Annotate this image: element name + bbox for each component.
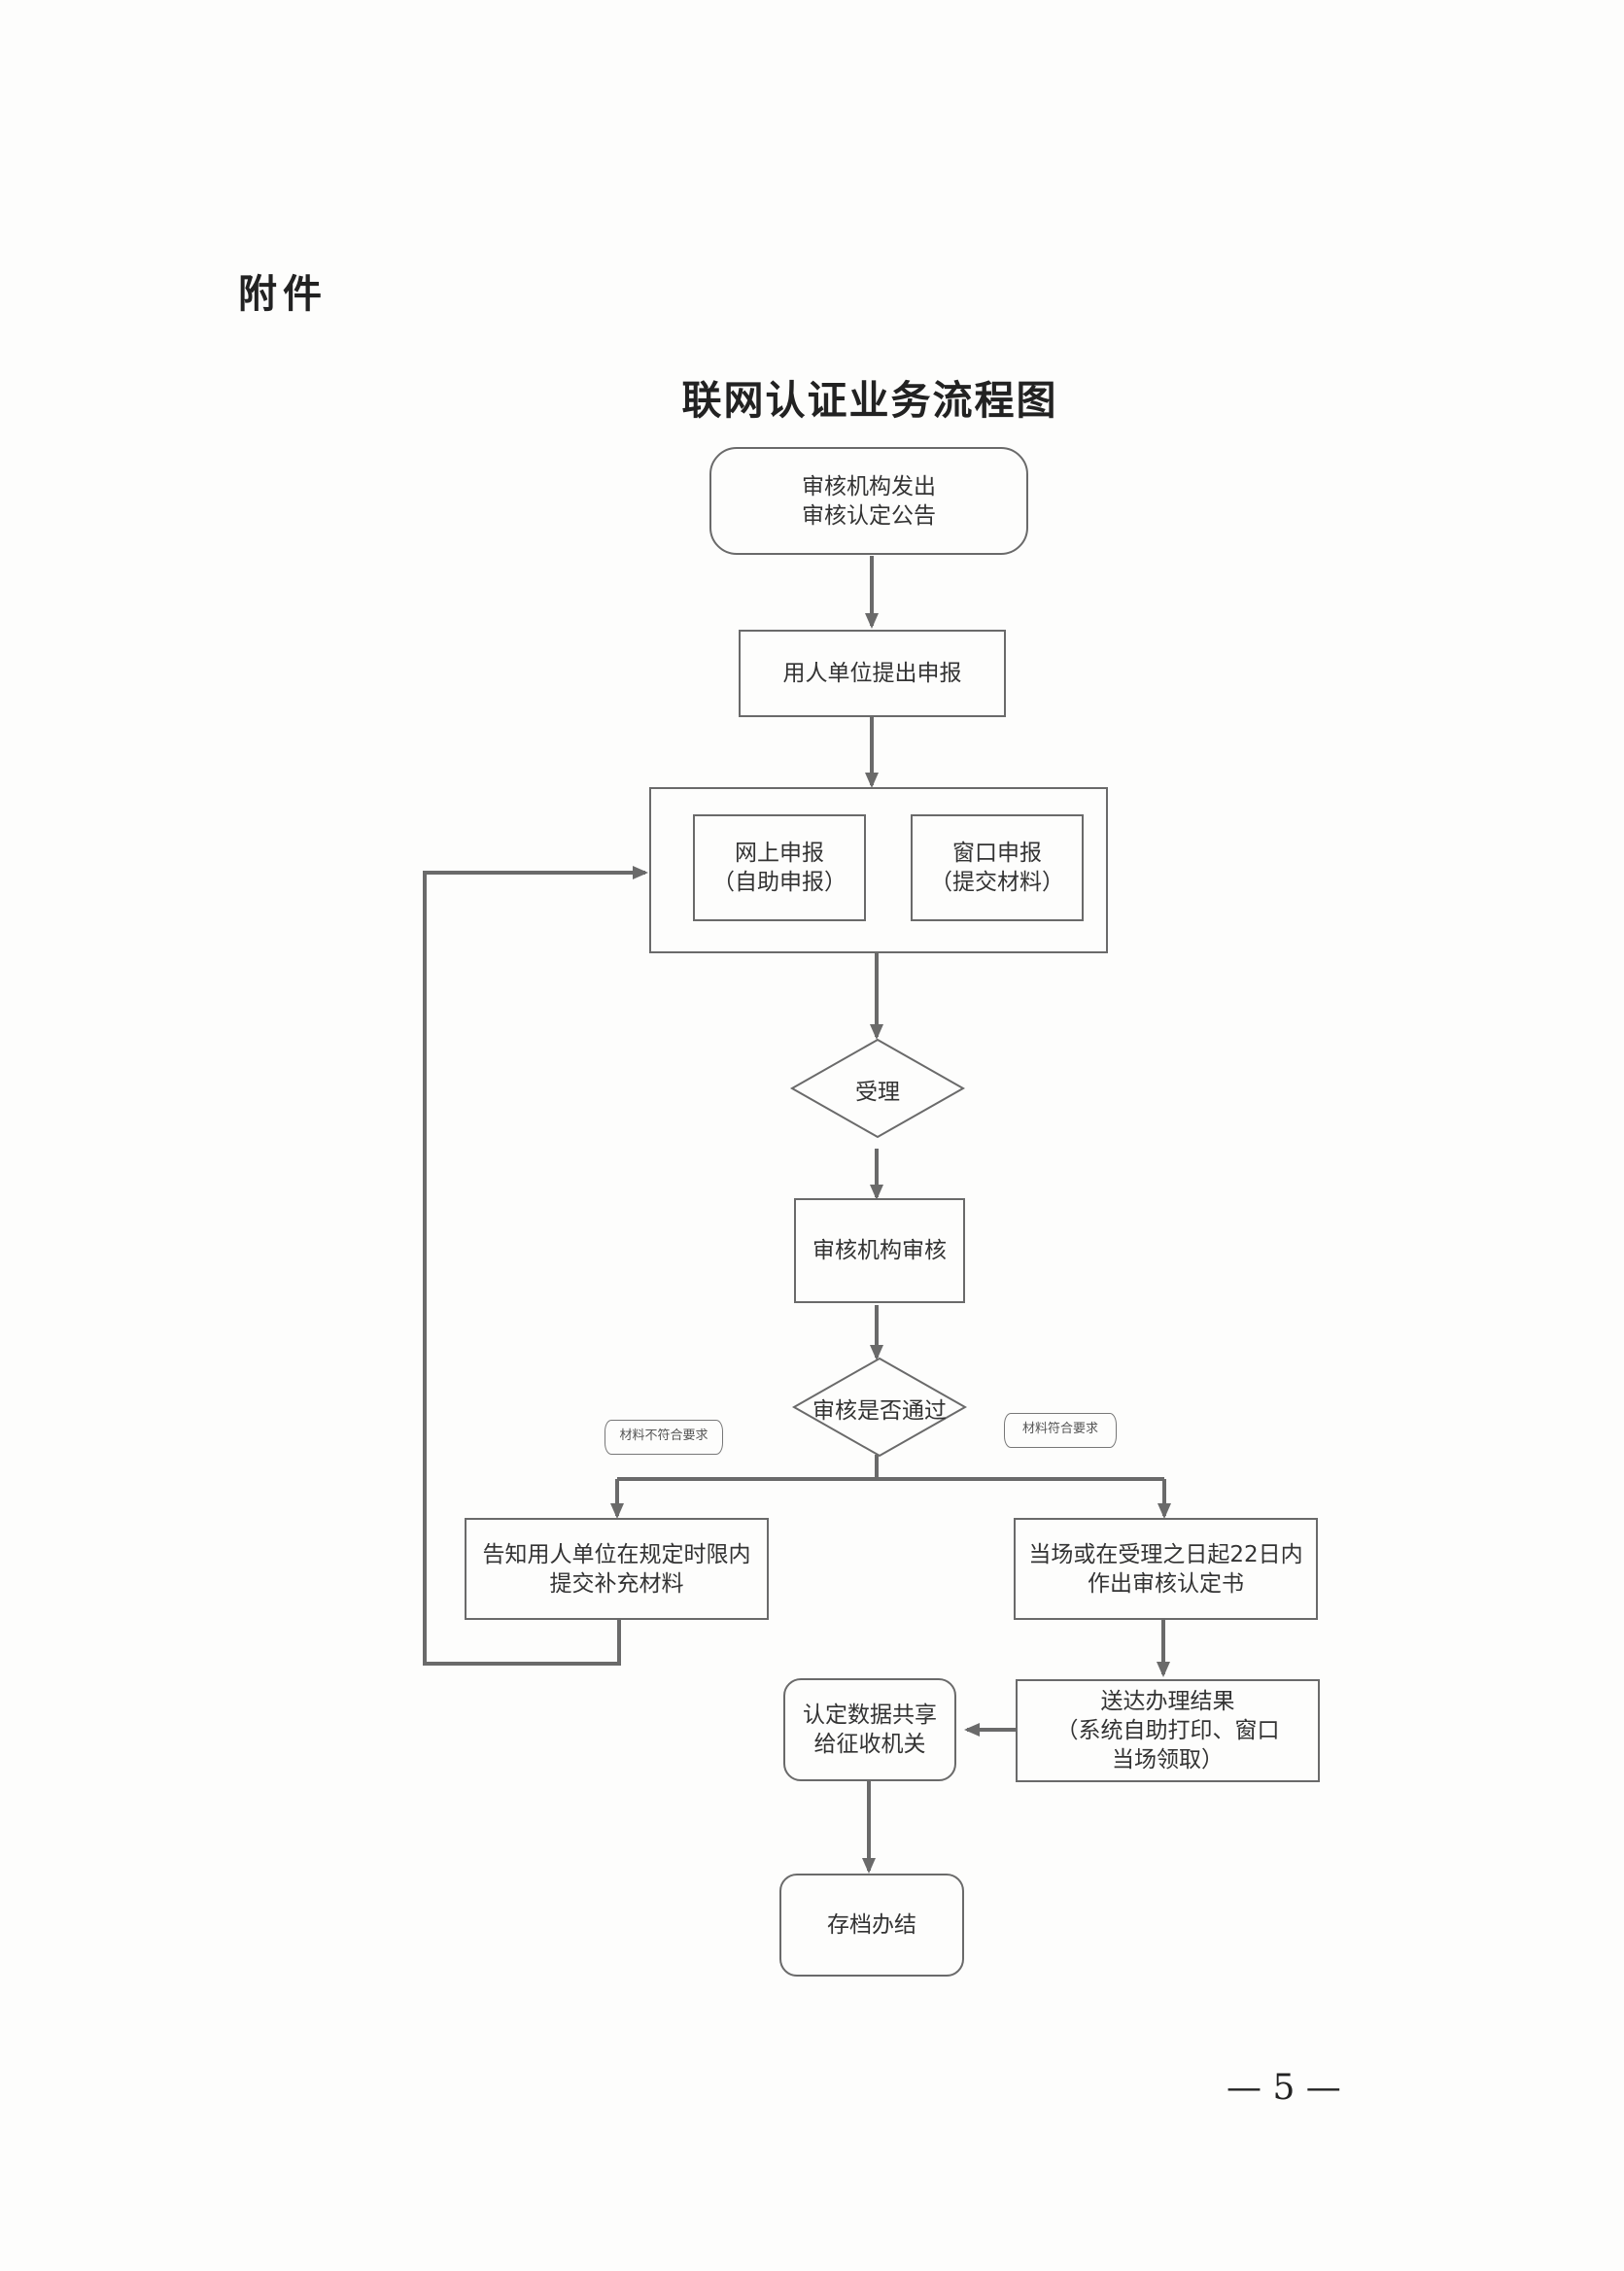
notify-line-1: 告知用人单位在规定时限内 (482, 1541, 751, 1567)
tag-meet: 材料符合要求 (1004, 1413, 1117, 1448)
deliver-result-node: 送达办理结果 （系统自助打印、窗口 当场领取） (1016, 1679, 1320, 1782)
online-line-1: 网上申报 (735, 841, 824, 866)
announce-line-2: 审核认定公告 (802, 502, 936, 529)
window-line-1: 窗口申报 (952, 841, 1042, 866)
apply-label: 用人单位提出申报 (782, 661, 962, 686)
archive-label: 存档办结 (827, 1912, 916, 1938)
notify-line-2: 提交补充材料 (549, 1570, 684, 1597)
attachment-label: 附件 (238, 272, 328, 317)
deliver-line-2: （系统自助打印、窗口 (1055, 1718, 1280, 1743)
page-number: — 5 — (1227, 2068, 1341, 2108)
share-line-1: 认定数据共享 (803, 1703, 937, 1728)
review-label: 审核机构审核 (812, 1238, 947, 1263)
decision-accept-diamond (789, 1038, 966, 1139)
deliver-line-3: 当场领取） (1112, 1747, 1224, 1772)
issue-decision-node: 当场或在受理之日起22日内 作出审核认定书 (1014, 1518, 1318, 1620)
online-line-2: （自助申报） (712, 870, 847, 895)
share-data-node: 认定数据共享 给征收机关 (783, 1678, 956, 1781)
loop-back-line (423, 866, 648, 1666)
tag-not-meet: 材料不符合要求 (605, 1420, 723, 1455)
apply-node: 用人单位提出申报 (739, 630, 1006, 717)
issue-line-1: 当场或在受理之日起22日内 (1028, 1541, 1303, 1567)
issue-line-2: 作出审核认定书 (1088, 1570, 1244, 1597)
window-line-2: （提交材料） (930, 870, 1064, 895)
online-node: 网上申报 （自助申报） (693, 814, 866, 921)
review-node: 审核机构审核 (794, 1198, 965, 1303)
notify-supplement-node: 告知用人单位在规定时限内 提交补充材料 (465, 1518, 769, 1620)
accept-label: 受理 (855, 1080, 900, 1105)
diagram-title: 联网认证业务流程图 (681, 377, 1058, 424)
deliver-line-1: 送达办理结果 (1100, 1689, 1235, 1714)
announce-line-1: 审核机构发出 (802, 473, 936, 499)
decision-pass-diamond (791, 1357, 968, 1458)
pass-check-label: 审核是否通过 (812, 1398, 947, 1424)
archive-node: 存档办结 (779, 1874, 964, 1977)
share-line-2: 给征收机关 (813, 1732, 926, 1757)
channels-frame (649, 787, 1108, 953)
window-node: 窗口申报 （提交材料） (911, 814, 1084, 921)
announce-node: 审核机构发出 审核认定公告 (709, 447, 1028, 555)
